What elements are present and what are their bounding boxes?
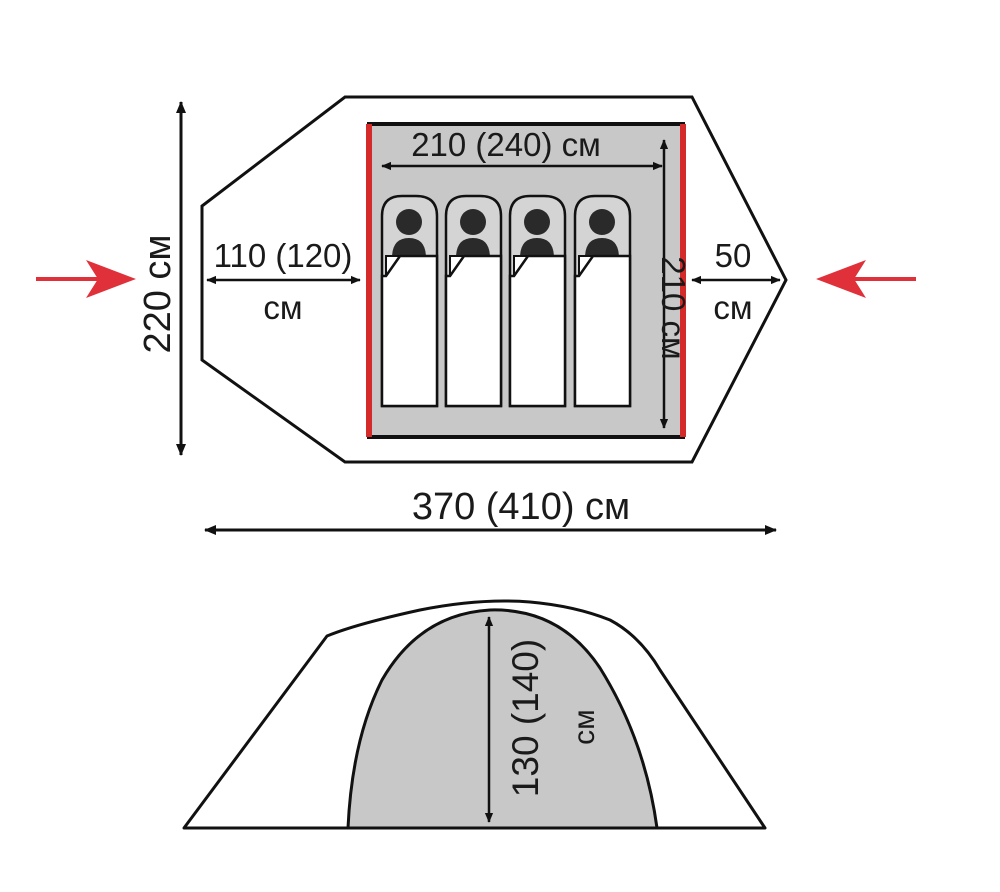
person-figure-icon bbox=[456, 209, 490, 258]
inner-width-label: 210 (240) см bbox=[411, 126, 601, 163]
sleeping-place bbox=[380, 194, 439, 408]
front-vestibule-value: 110 (120) bbox=[214, 237, 353, 274]
inner-depth-label: 210 см bbox=[655, 256, 692, 359]
side-view: 130 (140) см bbox=[182, 599, 767, 830]
total-width-label: 370 (410) см bbox=[412, 486, 630, 528]
plan-view: 210 (240) см 210 см bbox=[36, 95, 916, 535]
height-value: 130 (140) bbox=[505, 639, 546, 797]
sleeping-place bbox=[508, 194, 567, 408]
rear-vestibule-value: 50 bbox=[715, 237, 752, 274]
person-figure-icon bbox=[585, 209, 619, 258]
sleeping-place bbox=[573, 194, 632, 408]
person-figure-icon bbox=[392, 209, 426, 258]
person-figure-icon bbox=[520, 209, 554, 258]
sleeping-place bbox=[444, 194, 503, 408]
left-entry-arrow-icon bbox=[36, 260, 136, 298]
side-inner-dome bbox=[346, 608, 659, 830]
rear-vestibule-unit: см bbox=[713, 289, 752, 326]
front-vestibule-unit: см bbox=[263, 289, 302, 326]
sleeping-places bbox=[380, 194, 632, 408]
height-unit: см bbox=[568, 709, 601, 745]
right-entry-arrow-icon bbox=[816, 260, 916, 298]
total-depth-label: 220 см bbox=[137, 234, 179, 353]
